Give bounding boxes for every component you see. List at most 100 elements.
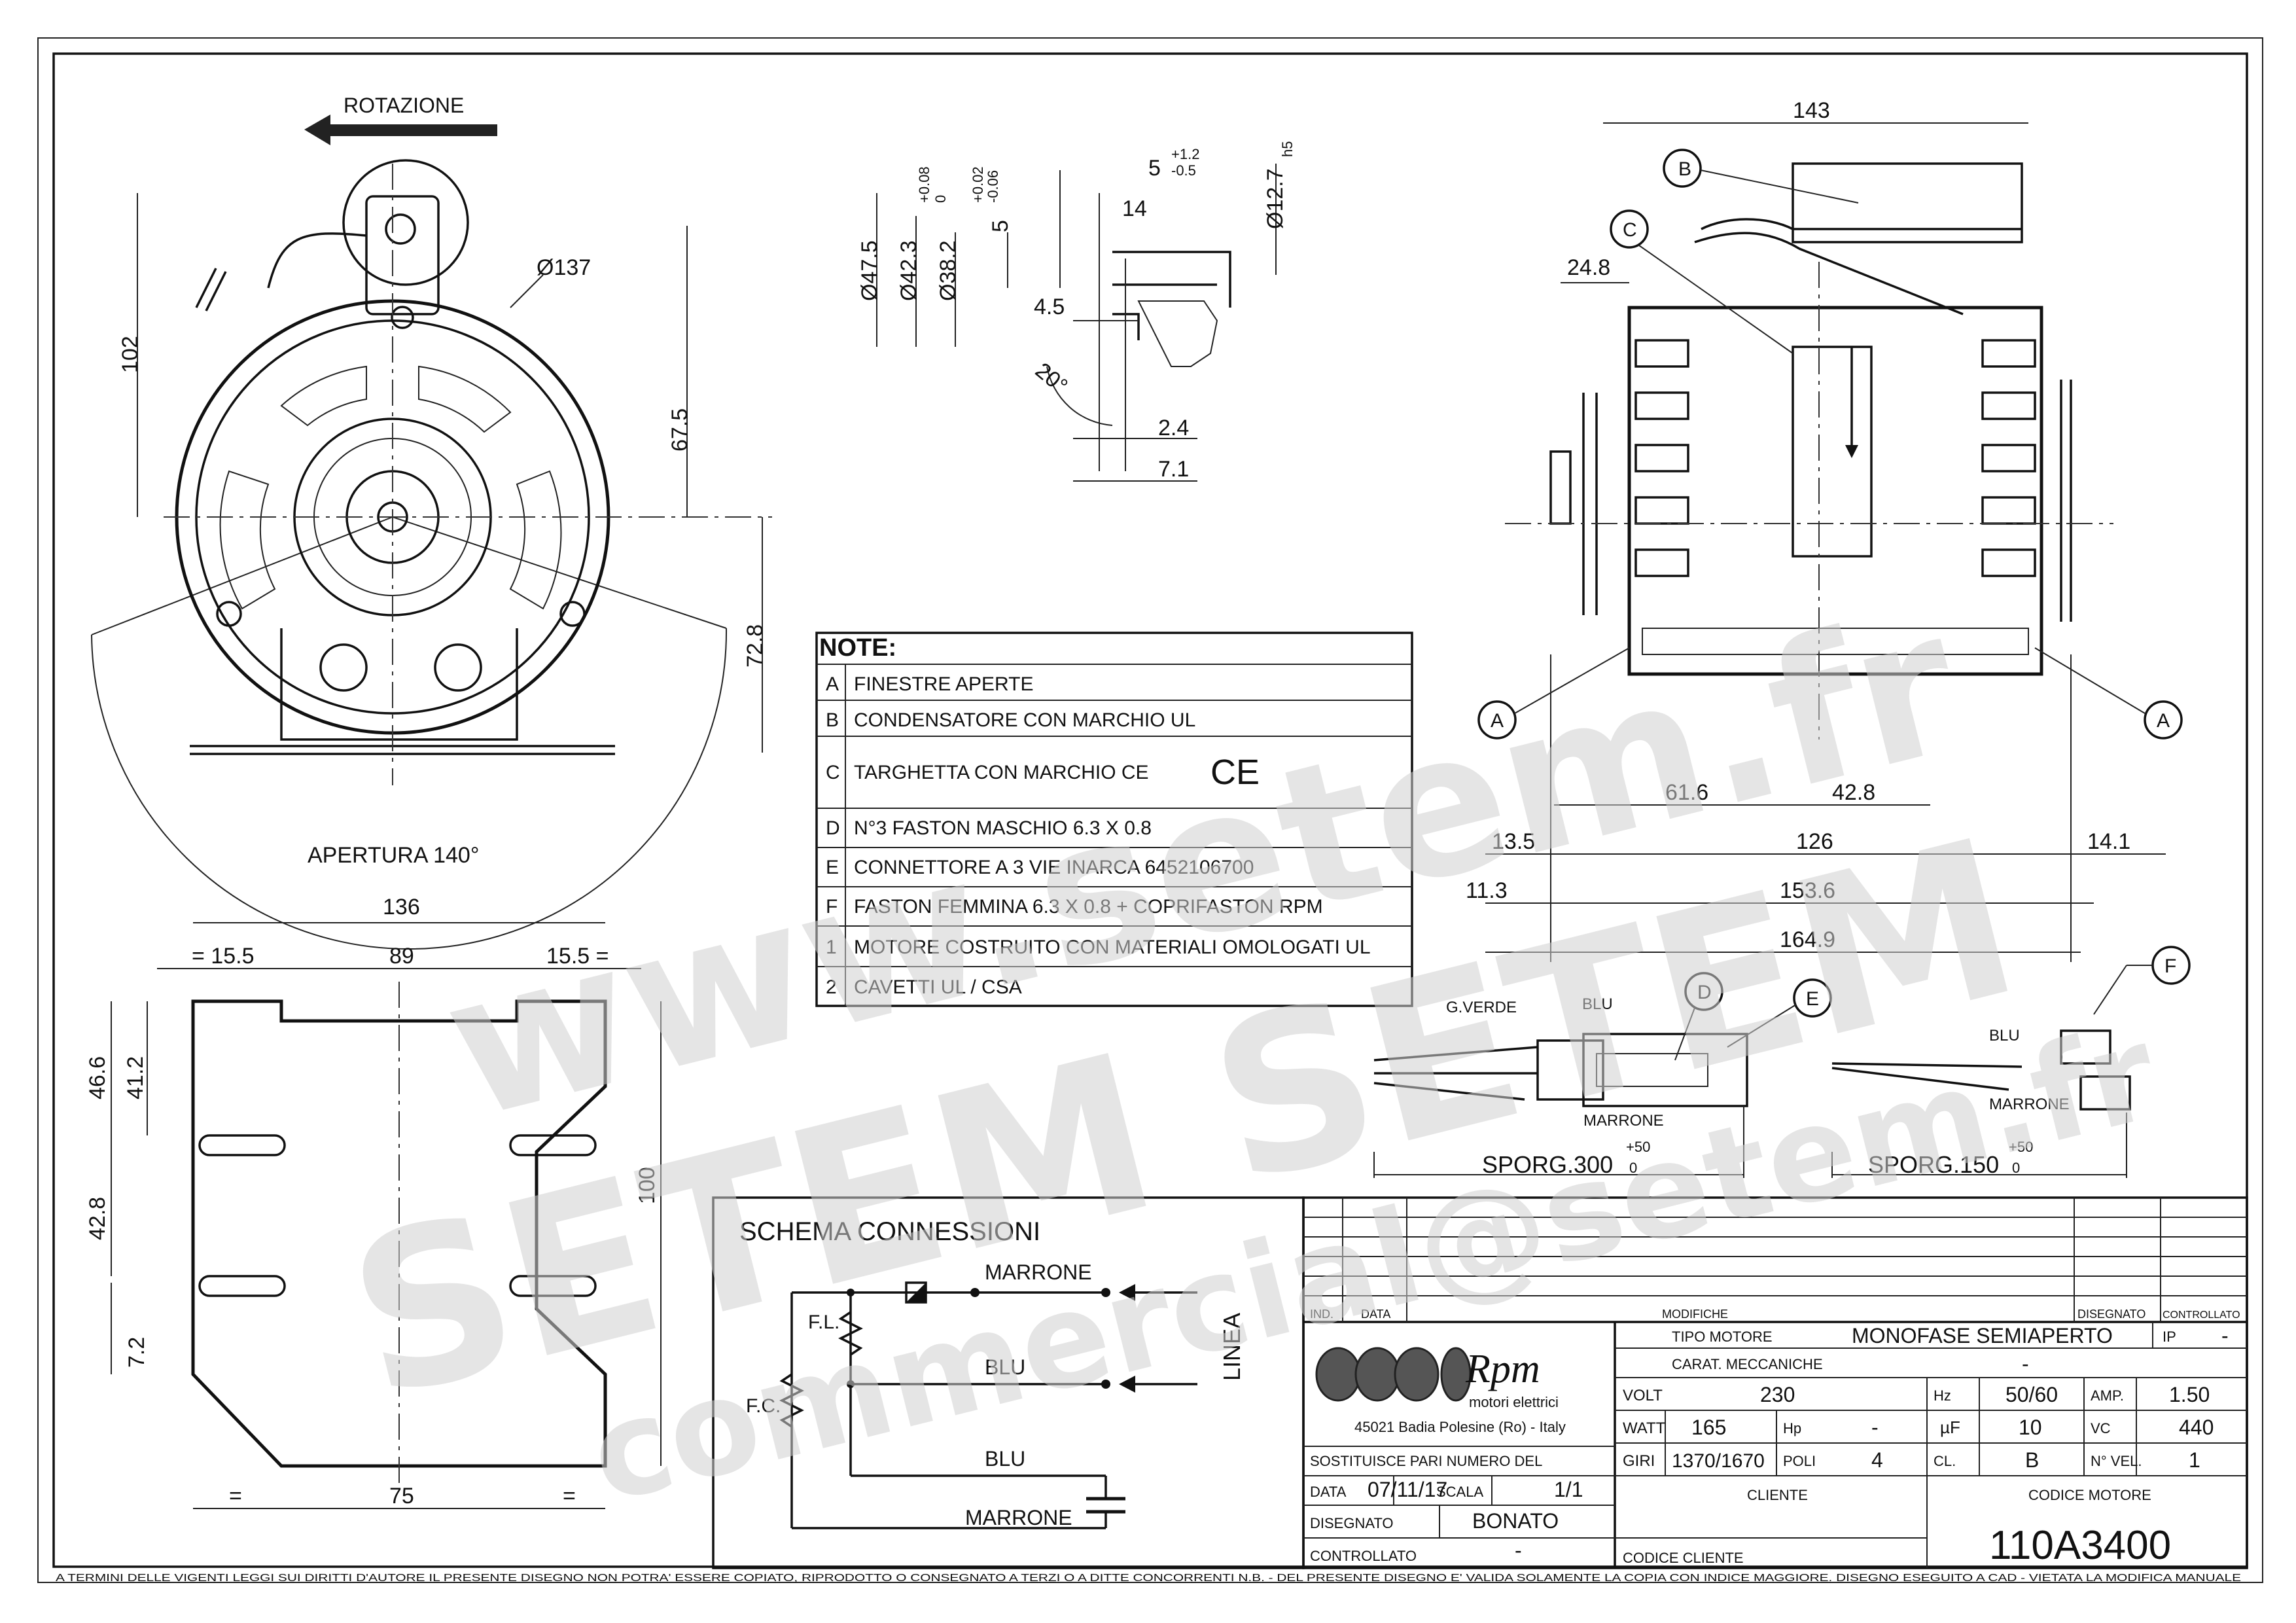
schema-blue-bottom: BLU <box>985 1447 1025 1471</box>
capacitor <box>1792 162 2023 243</box>
carat-value: - <box>2022 1352 2029 1376</box>
dim-d12-7: Ø12.7 <box>1263 168 1288 229</box>
tol-plus-002: +0.02 <box>970 166 986 203</box>
volt-value: 230 <box>1760 1383 1795 1406</box>
nameplate <box>1792 346 1873 558</box>
dim-100: 100 <box>635 1167 660 1204</box>
side-view <box>1477 122 2183 962</box>
dim-61-6: 61.6 <box>1665 780 1708 805</box>
watt-value: 165 <box>1691 1416 1726 1439</box>
wire-blue-label: BLU <box>1582 995 1613 1013</box>
note-key: F <box>826 896 838 918</box>
wire-blue-label-right: BLU <box>1989 1027 2020 1044</box>
motor-side-body <box>1627 306 2043 676</box>
connector-right <box>1831 946 2191 1178</box>
dim-7-2: 7.2 <box>124 1337 149 1368</box>
dim-5-vert: 5 <box>988 220 1013 232</box>
outer-border <box>37 37 2263 1583</box>
schema-blue-mid: BLU <box>985 1355 1025 1379</box>
codice-motore-label: CODICE MOTORE <box>2028 1487 2151 1503</box>
controllato-label: CONTROLLATO <box>1310 1548 1417 1564</box>
sporg-150-label: SPORG.150 <box>1868 1151 1999 1178</box>
dim-42-8-base: 42.8 <box>85 1197 110 1240</box>
schema-linea: LINEA <box>1218 1313 1245 1381</box>
scala-label: SCALA <box>1436 1484 1483 1500</box>
note-text: TARGHETTA CON MARCHIO CE <box>854 762 1149 783</box>
schema-title: SCHEMA CONNESSIONI <box>739 1217 1040 1246</box>
rev-modifiche-header: MODIFICHE <box>1662 1308 1728 1321</box>
dim-2-4: 2.4 <box>1158 416 1189 440</box>
uf-value: 10 <box>2019 1416 2042 1439</box>
note-key: 1 <box>826 936 837 958</box>
dim-d42-3: Ø42.3 <box>896 240 921 301</box>
rev-data-header: DATA <box>1361 1308 1390 1321</box>
tol-minus-006: -0.06 <box>985 170 1001 203</box>
schema-wiring <box>779 1281 1197 1529</box>
schema-fl: F.L. <box>808 1311 839 1333</box>
base-view <box>111 922 662 1509</box>
poli-label: POLI <box>1783 1453 1816 1469</box>
label-b: B <box>1678 158 1691 180</box>
opening-arc <box>91 628 728 950</box>
opening-label: APERTURA 140° <box>308 843 479 868</box>
vc-label: VC <box>2091 1420 2111 1436</box>
inner-border <box>52 52 2248 1568</box>
dim-67-5: 67.5 <box>667 408 692 452</box>
dim-136: 136 <box>383 895 420 919</box>
tol-plus-1-2: +1.2 <box>1171 146 1199 162</box>
dim-20deg: 20° <box>1031 358 1072 399</box>
nvel-value: 1 <box>2189 1448 2200 1472</box>
company-name: Rpm <box>1465 1347 1540 1391</box>
watt-label: WATT <box>1623 1419 1666 1437</box>
note-text: CAVETTI UL / CSA <box>854 976 1022 998</box>
poli-value: 4 <box>1871 1448 1883 1472</box>
note-key: C <box>826 762 840 783</box>
dim-4-5: 4.5 <box>1034 294 1065 319</box>
volt-label: VOLT <box>1623 1387 1663 1404</box>
note-key: E <box>826 857 839 878</box>
vc-value: 440 <box>2179 1416 2214 1439</box>
codice-motore-value: 110A3400 <box>1989 1523 2171 1568</box>
notes-title: NOTE: <box>819 634 896 662</box>
dim-164-9: 164.9 <box>1780 927 1835 952</box>
wire-green-label: G.VERDE <box>1446 999 1517 1016</box>
rpm-logo-icon <box>1315 1347 1472 1402</box>
dim-72-8: 72.8 <box>743 624 768 668</box>
schema-brown-bottom: MARRONE <box>965 1506 1072 1529</box>
dim-7-1: 7.1 <box>1158 457 1189 482</box>
label-a-right: A <box>2157 710 2170 732</box>
ip-value: - <box>2221 1324 2229 1347</box>
dim-5-top: 5 <box>1148 156 1161 181</box>
label-d: D <box>1697 982 1712 1003</box>
controllato-value: - <box>1515 1539 1522 1562</box>
giri-value: 1370/1670 <box>1672 1450 1765 1472</box>
tol-h5: h5 <box>1279 141 1296 157</box>
dim-13-5: 13.5 <box>1492 829 1535 854</box>
notes-table <box>815 632 1413 1007</box>
rev-disegnato-header: DISEGNATO <box>2077 1308 2146 1321</box>
dim-11-3: 11.3 <box>1466 878 1508 903</box>
note-text: FASTON FEMMINA 6.3 X 0.8 + COPRIFASTON R… <box>854 896 1323 918</box>
data-label: DATA <box>1310 1484 1347 1500</box>
cliente-label: CLIENTE <box>1747 1487 1808 1503</box>
dim-d137: Ø137 <box>537 255 591 280</box>
dim-42-8-side: 42.8 <box>1832 780 1875 805</box>
tol-zero: 0 <box>932 195 949 203</box>
dim-153-6: 153.6 <box>1780 878 1835 903</box>
dim-15-5-right: 15.5 = <box>546 944 609 969</box>
sporg-300-tol-plus: +50 <box>1626 1139 1650 1155</box>
amp-label: AMP. <box>2091 1387 2124 1404</box>
label-f: F <box>2164 955 2176 977</box>
watermark: www.setem.fr SETEM SETEM commercial@sete… <box>328 568 2171 1533</box>
dim-75: 75 <box>389 1484 414 1508</box>
label-e: E <box>1806 988 1819 1010</box>
carat-label: CARAT. MECCANICHE <box>1672 1356 1823 1372</box>
dim-41-2: 41.2 <box>123 1056 148 1099</box>
rotation-indicator: ROTAZIONE <box>304 94 497 145</box>
dim-89: 89 <box>389 944 414 969</box>
base-plate <box>191 999 607 1468</box>
company-sub: motori elettrici <box>1469 1394 1559 1410</box>
giri-label: GIRI <box>1623 1452 1655 1470</box>
dim-14: 14 <box>1122 196 1147 221</box>
